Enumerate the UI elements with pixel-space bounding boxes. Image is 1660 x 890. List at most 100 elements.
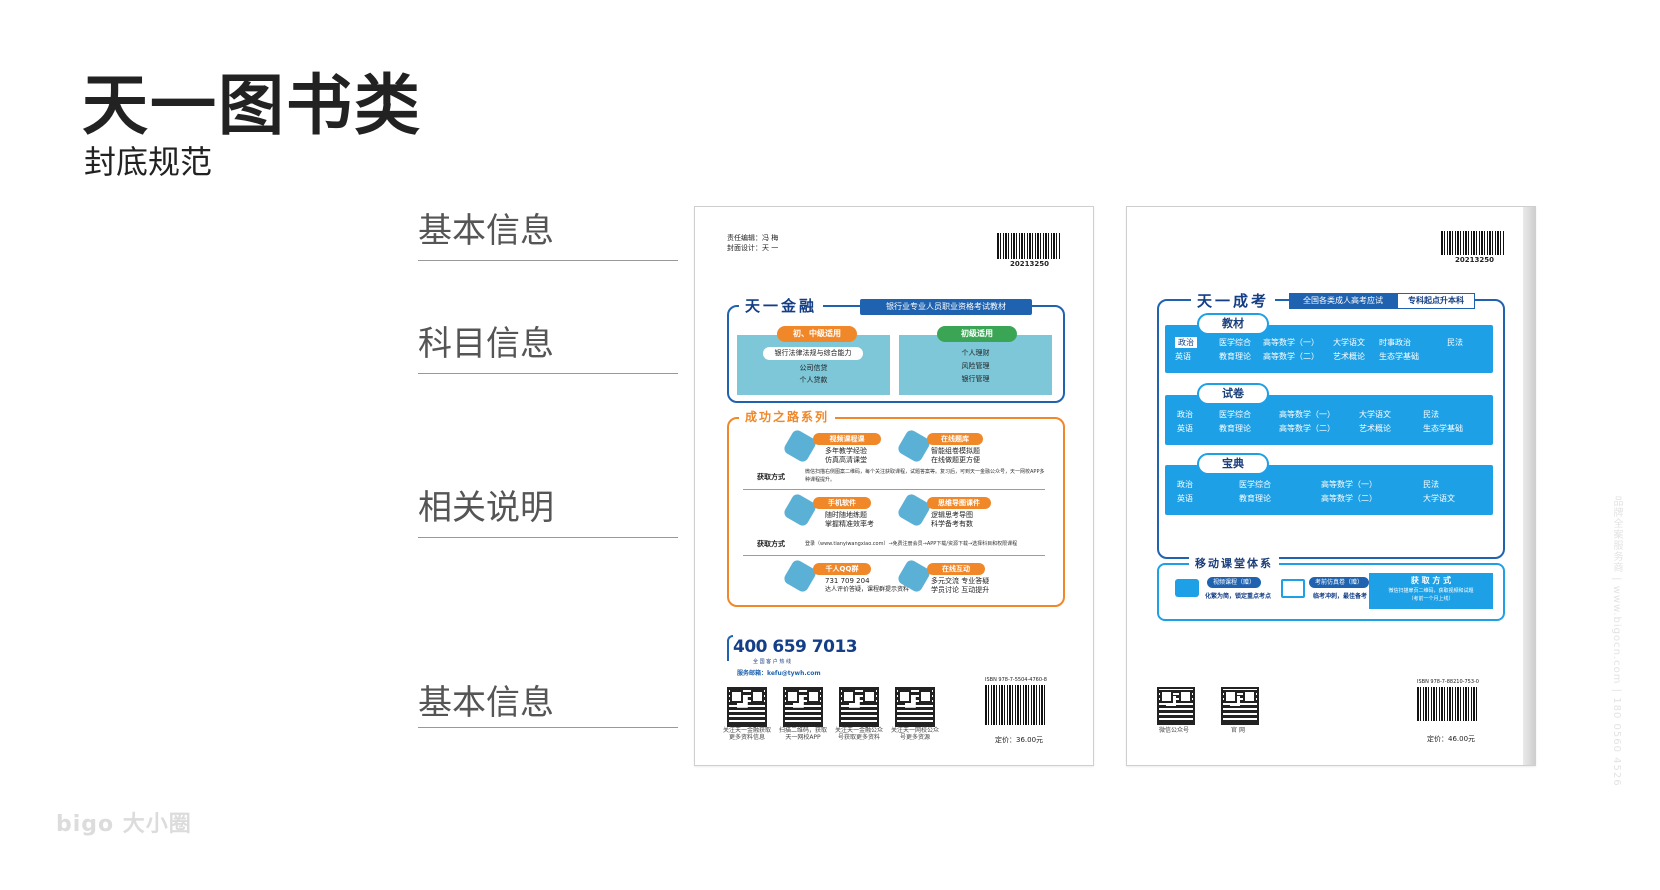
subject-item: 大学语文 [1333,338,1365,347]
divider [743,489,1045,490]
junior-item: 银行管理 [961,375,990,383]
service-email: 服务邮箱：kefu@tywh.com [737,670,821,677]
brand-name: 天一成考 [1191,290,1276,311]
spine-edge [1523,207,1535,765]
access-line: 微信扫描扉页二维码，获取视频和试题 [1388,588,1474,594]
feature-line: 731 709 204 [825,577,870,585]
access-label: 获取方式 [757,473,785,481]
subject-item: 时事政治 [1379,338,1411,347]
qr-code [1157,687,1195,725]
subject-item: 艺术概论 [1359,424,1391,433]
subject-item: 艺术概论 [1333,352,1365,361]
qr-caption: 官 网 [1231,727,1245,734]
mobile-item: 视频课程（赠） [1207,577,1262,588]
brand-name: 天一金融 [739,295,824,316]
subject-item: 生态学基础 [1379,352,1419,361]
mid-item: 公司信贷 [799,364,828,372]
subject-item: 民法 [1423,480,1439,489]
subject-band [1165,465,1493,515]
side-watermark: 品牌全案服务商 | www.bigocn.com | 180 0560 4526 [1611,496,1622,787]
feature-title: 在线互动 [927,563,985,575]
feature-title: 在线题库 [927,433,983,445]
junior-item: 风险管理 [961,362,990,370]
page-subtitle: 封底规范 [84,143,213,181]
isbn-number: ISBN 978-7-5504-4760-8 [985,677,1047,683]
monitor-icon [1281,579,1305,598]
mobile-item: 考前仿真卷（赠） [1309,577,1370,588]
back-cover-finance: 责任编辑：冯 梅 封面设计：天 一 20213250 天一金融 银行业专业人员职… [694,206,1094,766]
brand-tag: 银行业专业人员职业资格考试教材 [860,299,1032,315]
feature-line: 多元交流 专业答疑 [931,577,990,585]
page-title: 天一图书类 [82,67,422,144]
feature-line: 逻辑思考导图 [931,511,973,519]
subject-item: 教育理论 [1219,424,1251,433]
qr-code [783,687,823,727]
subject-item: 大学语文 [1359,410,1391,419]
series-title: 成功之路系列 [739,408,836,425]
panel-mid-level [737,335,890,395]
subject-item: 高等数学（一） [1263,338,1319,347]
mid-item: 个人贷款 [799,376,828,384]
mobile-item-sub: 临考冲刺，最佳备考 [1313,593,1368,600]
feature-line: 仿真高清课堂 [825,456,867,464]
brand-tag: 专科起点升本科 [1397,293,1475,309]
subject-item: 医学综合 [1219,410,1251,419]
subject-band [1165,325,1493,373]
watermark-logo: bigo 大小圈 [56,812,192,837]
subject-item: 教育理论 [1239,494,1271,503]
access-text: 登录（www.tianyiwangxiao.com）→免费注册会员→APP下载/… [805,541,1018,547]
editor-credit: 责任编辑：冯 梅 [727,234,779,242]
tab-handbook: 宝典 [1199,455,1267,473]
feature-line: 在线做题更方便 [931,456,980,464]
qr-caption: 关注天一金融公众号获取更多资料 [835,727,884,742]
hotline-number: 400 659 7013 [733,637,858,657]
feature-line: 科学备考有数 [931,520,973,528]
top-barcode [1441,231,1505,255]
divider [418,260,678,261]
tab-textbook: 教材 [1199,315,1267,333]
isbn-number: ISBN 978-7-88210-753-0 [1417,679,1479,685]
feature-line: 随时随地练题 [825,511,867,519]
divider [418,373,678,374]
label-related-notes: 相关说明 [418,488,554,528]
label-subject-info: 科目信息 [418,324,554,364]
divider [743,555,1045,556]
feature-title: 视频课程课 [813,433,881,445]
pill-junior-level: 初级适用 [937,326,1017,342]
feature-title: 千人QQ群 [813,563,871,575]
subject-item: 政治 [1177,410,1193,419]
subject-item: 英语 [1177,494,1193,503]
subject-band [1165,395,1493,445]
feature-line: 达人评价答疑，课程群提示资料 [825,586,910,593]
subject-item: 高等数学（二） [1263,352,1319,361]
mobile-item-sub: 化繁为简，锁定重点考点 [1205,593,1272,600]
back-cover-adult-exam: 20213250 天一成考 全国各类成人高考应试 专科起点升本科 教材 政治 医… [1126,206,1536,766]
brand-tag: 全国各类成人高考应试 [1289,293,1397,309]
mid-item: 银行法律法规与综合能力 [763,347,863,360]
qr-caption: 关注天一金融获取更多资料信息 [723,727,772,742]
feature-line: 掌握精准效率考 [825,520,874,528]
subject-item: 生态学基础 [1423,424,1463,433]
video-icon [1175,579,1199,597]
access-line: （考前一个月上线） [1408,596,1454,602]
tab-exam-papers: 试卷 [1199,385,1267,403]
feature-line: 多年教学经验 [825,447,867,455]
barcode-number: 20213250 [1455,256,1494,264]
subject-item: 民法 [1423,410,1439,419]
series-box [727,417,1065,607]
pill-mid-level: 初、中级适用 [777,326,857,342]
subject-item: 大学语文 [1423,494,1455,503]
feature-line: 智能组卷模拟题 [931,447,980,455]
mobile-classroom-box [1157,563,1505,621]
hotline-caption: 全 国 客 户 热 线 [753,659,791,665]
qr-code [1221,687,1259,725]
feature-line: 学员讨论 互动提升 [931,586,990,594]
qr-code [727,687,767,727]
isbn-barcode [985,685,1047,725]
access-title: 获 取 方 式 [1410,576,1452,585]
qr-caption: 关注天一网校公众号更多资源 [891,727,940,742]
feature-title: 手机软件 [813,497,871,509]
subject-item: 英语 [1177,424,1193,433]
subject-item: 民法 [1447,338,1463,347]
subject-item: 英语 [1175,352,1191,361]
